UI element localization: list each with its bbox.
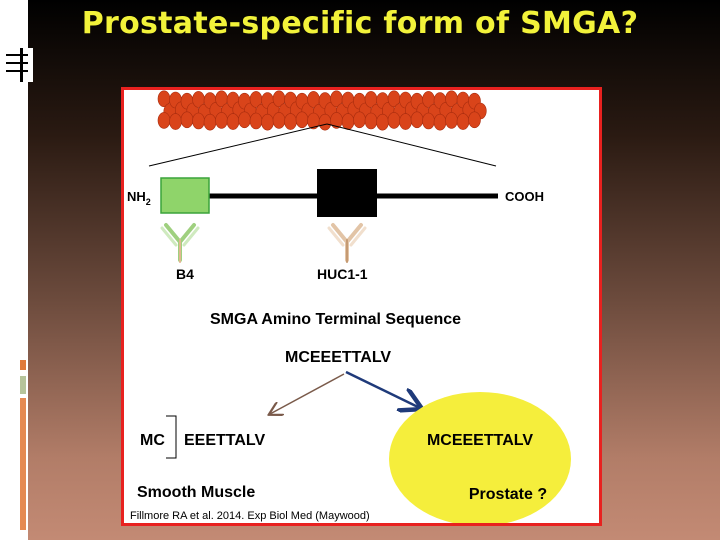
fiber-bead bbox=[353, 111, 366, 129]
diagram-panel: NH2 COOH B4 HUC1-1 SMGA Amino Terminal S… bbox=[121, 87, 602, 526]
sequence-heading: SMGA Amino Terminal Sequence bbox=[210, 311, 461, 328]
arrow-to-prostate bbox=[345, 370, 420, 408]
b4-epitope-domain bbox=[160, 177, 210, 214]
fiber-bead bbox=[169, 113, 182, 130]
fiber-bead bbox=[387, 112, 401, 129]
diagram-svg: NH2 COOH B4 HUC1-1 SMGA Amino Terminal S… bbox=[127, 90, 571, 523]
fiber-bead bbox=[433, 113, 447, 131]
prostate-label: Prostate ? bbox=[469, 486, 547, 503]
fiber-bead bbox=[157, 112, 171, 129]
slide-title: Prostate-specific form of SMGA? bbox=[81, 6, 639, 41]
zoom-line-right bbox=[326, 123, 497, 167]
fiber-bead bbox=[456, 113, 470, 130]
fiber-bead bbox=[272, 112, 286, 129]
muscle-fiber-beads bbox=[157, 90, 487, 131]
cleaved-prefix: MC bbox=[140, 432, 165, 449]
fiber-bead bbox=[399, 113, 412, 130]
full-sequence: MCEEETTALV bbox=[285, 349, 391, 366]
muscle-label: Smooth Muscle bbox=[137, 484, 255, 501]
citation: Fillmore RA et al. 2014. Exp Biol Med (M… bbox=[130, 510, 370, 522]
fiber-bead bbox=[295, 111, 309, 129]
fiber-bead bbox=[468, 111, 481, 129]
deco-line-top-1 bbox=[6, 54, 28, 56]
fiber-bead bbox=[284, 113, 297, 130]
fiber-bead bbox=[318, 113, 332, 131]
fiber-bead bbox=[180, 111, 194, 129]
fiber-bead bbox=[422, 112, 435, 130]
fiber-bead bbox=[203, 113, 217, 131]
fiber-bead bbox=[249, 112, 263, 130]
cooh-label: COOH bbox=[505, 189, 544, 204]
huc-epitope-block bbox=[317, 169, 377, 217]
fiber-bead bbox=[410, 111, 424, 129]
fiber-bead bbox=[376, 113, 389, 131]
deco-mark-mid-orange bbox=[20, 360, 26, 370]
antibody-b4-icon bbox=[160, 223, 200, 263]
fiber-bead bbox=[445, 112, 458, 129]
deco-mark-bottom bbox=[20, 398, 26, 530]
antibody-huc-label: HUC1-1 bbox=[317, 266, 368, 282]
deco-mark-mid-green bbox=[20, 376, 26, 394]
fiber-bead bbox=[226, 113, 240, 130]
fiber-bead bbox=[261, 113, 274, 131]
nh2-label: NH2 bbox=[127, 189, 151, 207]
deco-mark-top bbox=[20, 48, 33, 82]
cleaved-rest: EEETTALV bbox=[184, 432, 266, 449]
antibody-huc-icon bbox=[327, 223, 367, 263]
antibody-b4-label: B4 bbox=[176, 266, 194, 282]
deco-line-top-2 bbox=[6, 62, 28, 64]
fiber-bead bbox=[364, 112, 378, 130]
zoom-line-left bbox=[148, 123, 328, 167]
fiber-bead bbox=[215, 112, 228, 129]
fiber-bead bbox=[341, 113, 355, 130]
deco-line-top-3 bbox=[6, 70, 28, 72]
prostate-sequence: MCEEETTALV bbox=[427, 432, 533, 449]
arrow-to-muscle bbox=[270, 373, 345, 414]
prostate-ellipse bbox=[389, 392, 571, 523]
cleavage-bracket bbox=[166, 415, 177, 459]
fiber-bead bbox=[192, 112, 205, 130]
fiber-bead bbox=[238, 111, 251, 129]
